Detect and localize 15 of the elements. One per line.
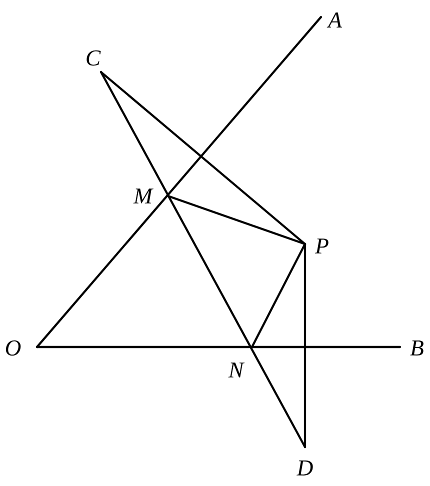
line-segment — [100, 70, 306, 448]
line-segment — [100, 70, 306, 246]
line-segment — [304, 242, 306, 448]
point-label: C — [86, 50, 101, 66]
point-label: M — [133, 188, 154, 204]
line-segment — [36, 16, 322, 348]
line-segment — [250, 242, 306, 348]
point-label: N — [228, 362, 245, 378]
point-label: B — [410, 340, 424, 356]
point-label: D — [296, 460, 313, 476]
line-segment — [166, 194, 306, 246]
point-label: A — [326, 12, 342, 28]
point-label: O — [6, 340, 21, 356]
point-label: P — [314, 238, 328, 254]
line-segment — [36, 346, 402, 348]
